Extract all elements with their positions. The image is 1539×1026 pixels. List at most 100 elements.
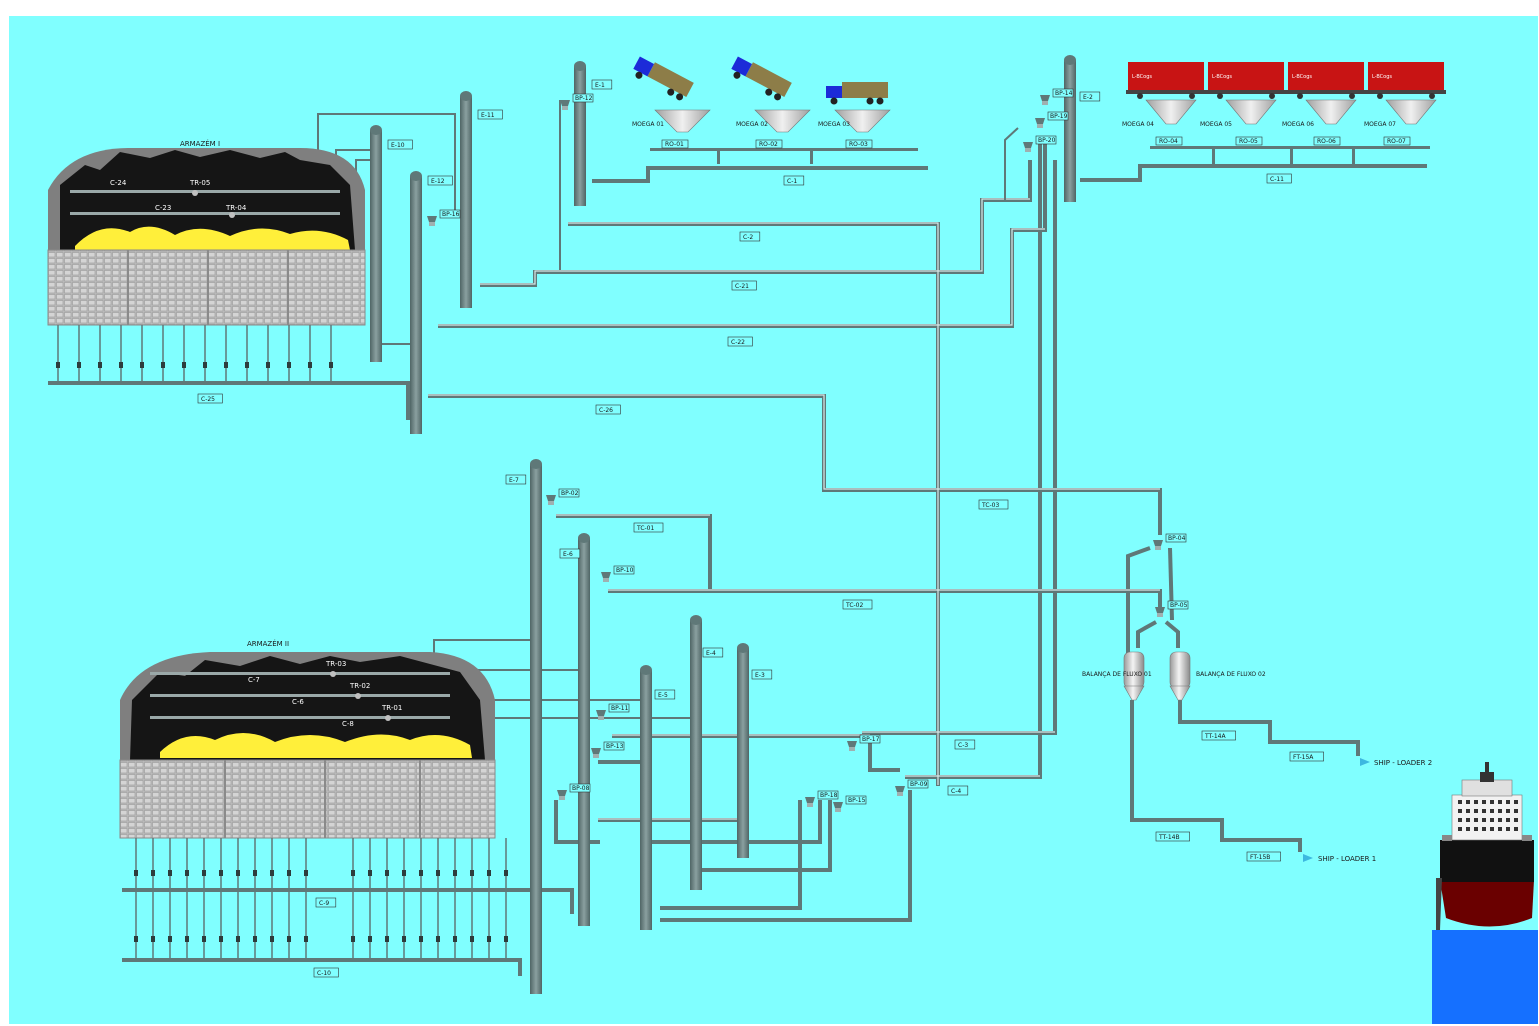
tag-conveyors-c1: C-1 xyxy=(787,178,797,185)
flow-scale-1-label: BALANÇA DE FLUXO 01 xyxy=(1082,671,1152,678)
tag-elevators-0: E-1 xyxy=(595,82,605,89)
warehouse-2-belt-2 xyxy=(150,694,450,697)
valve-label: BP-08 xyxy=(572,785,590,792)
tag-elevators-2: E-7 xyxy=(509,477,519,484)
truck-feeder-label-1: RO-02 xyxy=(759,141,778,148)
tag-conveyors-ft15a: FT-15A xyxy=(1293,754,1314,761)
valve-label: BP-17 xyxy=(862,736,880,743)
tag-conveyors-c4: C-4 xyxy=(951,788,961,795)
warehouse-2-belt-label-0: C-7 xyxy=(248,676,260,684)
tag-conveyors-c22: C-22 xyxy=(731,339,745,346)
valve-label: BP-19 xyxy=(1050,113,1068,120)
warehouse-1-tripper-label-0: TR-05 xyxy=(189,179,210,187)
valve-label: BP-02 xyxy=(561,490,579,497)
tripper-tr-05 xyxy=(192,190,198,196)
flow-scale-2-label: BALANÇA DE FLUXO 02 xyxy=(1196,671,1266,678)
elevator-e-10 xyxy=(370,125,382,362)
tag-conveyors-ft15b: FT-15B xyxy=(1250,854,1270,861)
tag-conveyors-c25: C-25 xyxy=(201,396,215,403)
valve-label: BP-12 xyxy=(575,95,593,102)
valve-label: BP-13 xyxy=(606,743,624,750)
valve-label: BP-14 xyxy=(1055,90,1073,97)
wagon-hopper-label-2: MOEGA 06 xyxy=(1282,121,1314,128)
tag-conveyors-c10: C-10 xyxy=(317,970,331,977)
wagon-car-label-3: L-BCogs xyxy=(1372,74,1392,80)
tag-conveyors-c2: C-2 xyxy=(743,234,753,241)
wagon-3 xyxy=(1286,62,1366,99)
tag-conveyors-tt14b: TT-14B xyxy=(1158,834,1180,841)
tag-elevators-9: E-12 xyxy=(431,178,445,185)
truck-feeder-label-2: RO-03 xyxy=(849,141,868,148)
warehouse-1-belt-upper xyxy=(70,190,340,193)
warehouse-2-grate xyxy=(120,760,495,838)
tripper-tr-01 xyxy=(385,715,391,721)
elevator-e-1 xyxy=(574,61,586,206)
warehouse-2-belt-label-1: C-6 xyxy=(292,698,304,706)
truck-hopper-label-1: MOEGA 02 xyxy=(736,121,768,128)
truck-feeder-belt xyxy=(650,148,918,151)
warehouse-1-title: ARMAZÉM I xyxy=(180,139,220,148)
warehouse-2-tripper-label-2: TR-01 xyxy=(381,704,402,712)
warehouse-2-belt-1 xyxy=(150,672,450,675)
valve-label: BP-15 xyxy=(848,797,866,804)
warehouse-2-belt-3 xyxy=(150,716,450,719)
wagon-1 xyxy=(1126,62,1206,99)
valve-label: BP-09 xyxy=(910,781,928,788)
warehouse-2-belt-label-2: C-8 xyxy=(342,720,354,728)
tag-conveyors-tc01: TC-01 xyxy=(636,525,654,532)
valve-label: BP-05 xyxy=(1170,602,1188,609)
elevator-e-12 xyxy=(410,171,422,434)
wagon-hopper-label-1: MOEGA 05 xyxy=(1200,121,1232,128)
valve-label: BP-16 xyxy=(442,211,460,218)
valve-label: BP-20 xyxy=(1038,137,1056,144)
tag-conveyors-tc03: TC-03 xyxy=(981,502,999,509)
valve-label: BP-10 xyxy=(616,567,634,574)
truck-feeder-label-0: RO-01 xyxy=(665,141,684,148)
wagon-2 xyxy=(1206,62,1286,99)
warehouse-1-grate xyxy=(48,250,365,325)
tag-conveyors-tt14a: TT-14A xyxy=(1204,733,1226,740)
wagon-feeder-label-3: RO-07 xyxy=(1387,138,1406,145)
tripper-tr-04 xyxy=(229,212,235,218)
elevator-e-4 xyxy=(690,615,702,890)
elevator-e-3 xyxy=(737,643,749,858)
wagon-4 xyxy=(1366,62,1446,99)
tag-conveyors-c3: C-3 xyxy=(958,742,968,749)
shiploader-2-label: SHIP - LOADER 2 xyxy=(1374,759,1432,767)
warehouse-1-belt-lower xyxy=(70,212,340,215)
tag-conveyors-c11: C-11 xyxy=(1270,176,1284,183)
warehouse-2-tripper-label-1: TR-02 xyxy=(349,682,370,690)
tag-elevators-8: E-11 xyxy=(481,112,495,119)
ship-superstructure xyxy=(1452,795,1522,840)
conveyor-c-10 xyxy=(122,958,520,962)
wagon-feeder-label-2: RO-06 xyxy=(1317,138,1336,145)
ship-hull-upper xyxy=(1440,840,1534,882)
valve-label: BP-11 xyxy=(611,705,629,712)
ship-hull-lower xyxy=(1440,880,1534,927)
tag-elevators-7: E-10 xyxy=(391,142,405,149)
elevator-e-11 xyxy=(460,91,472,308)
elevator-e-6 xyxy=(578,533,590,926)
tag-elevators-6: E-3 xyxy=(755,672,765,679)
truck-hopper-label-0: MOEGA 01 xyxy=(632,121,664,128)
warehouse-2-tripper-label-0: TR-03 xyxy=(325,660,346,668)
wagon-hopper-label-3: MOEGA 07 xyxy=(1364,121,1396,128)
conveyor-c-9 xyxy=(122,888,572,892)
conveyor-c-25 xyxy=(48,381,408,385)
wagon-car-label-1: L-BCogs xyxy=(1212,74,1232,80)
wagon-feeder-label-0: RO-04 xyxy=(1159,138,1178,145)
wagon-feeder-label-1: RO-05 xyxy=(1239,138,1258,145)
wagon-hopper-label-0: MOEGA 04 xyxy=(1122,121,1154,128)
warehouse-1-belt-label-0: C-24 xyxy=(110,179,127,187)
warehouse-2-title: ARMAZÉM II xyxy=(247,639,289,648)
elevator-e-2 xyxy=(1064,55,1076,202)
warehouse-1-tripper-label-1: TR-04 xyxy=(225,204,247,212)
wagon-car-label-0: L-BCogs xyxy=(1132,74,1152,80)
sea xyxy=(1432,930,1538,1024)
tag-elevators-4: E-5 xyxy=(658,692,668,699)
tag-elevators-1: E-2 xyxy=(1083,94,1093,101)
tag-elevators-5: E-4 xyxy=(706,650,716,657)
warehouse-1-belt-label-1: C-23 xyxy=(155,204,171,212)
tag-conveyors-c9: C-9 xyxy=(319,900,329,907)
